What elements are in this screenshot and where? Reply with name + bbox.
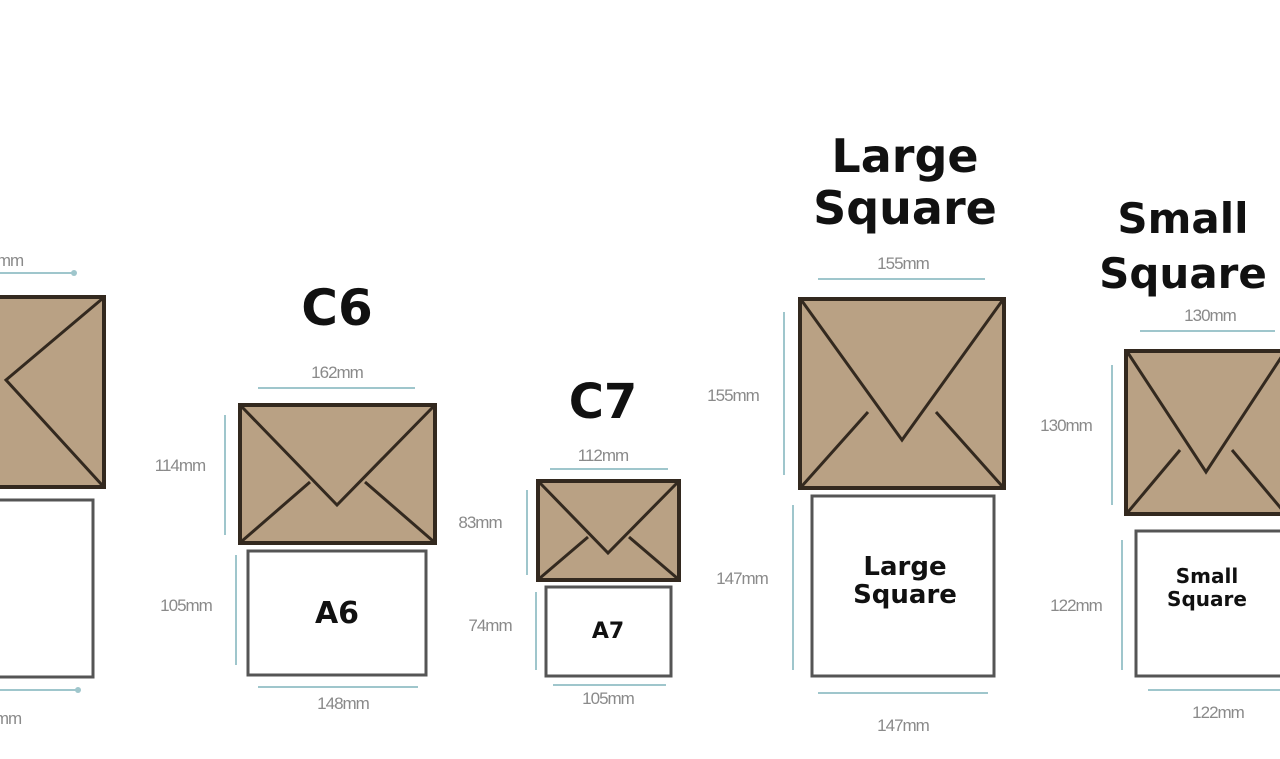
partial-envelope-group: mm mm [0, 251, 106, 728]
size-title-line: Large [831, 129, 978, 183]
c6-group: C6 162mm 114mm A6 105mm 148mm [155, 279, 437, 713]
envelope [536, 479, 681, 582]
size-title-line: Square [1099, 249, 1267, 298]
envelope-width-label: 162mm [311, 363, 364, 382]
card-width-label: 105mm [582, 689, 635, 708]
envelope-flap [240, 405, 435, 508]
large-square-group: Large Square 155mm 155mm Large Square 14… [707, 129, 1006, 735]
card-width-label: 122mm [1192, 703, 1245, 722]
envelope-height-label: 155mm [707, 386, 760, 405]
envelope-flap [3, 297, 104, 487]
card-label-line: Small [1176, 564, 1238, 588]
envelope-height-label: 114mm [155, 456, 206, 475]
envelope [238, 403, 437, 545]
small-square-group: Small Square 130mm 130mm Small Square 12… [1040, 194, 1280, 722]
card-width-label: mm [0, 709, 22, 728]
size-title-line: Square [813, 181, 997, 235]
card-width-label: 147mm [877, 716, 930, 735]
card-width-label: 148mm [317, 694, 370, 713]
card [246, 549, 428, 677]
card [544, 585, 673, 678]
envelope-height-label: 130mm [1040, 416, 1093, 435]
card-label-line: Large [863, 552, 946, 582]
envelope-width-label: 155mm [877, 254, 930, 273]
card [1134, 529, 1280, 678]
size-title: C7 [569, 374, 638, 430]
envelope-flap [538, 481, 679, 556]
card-height-label: 122mm [1050, 596, 1103, 615]
card [0, 498, 95, 679]
card-label-line: Square [1167, 587, 1247, 611]
size-title: C6 [301, 279, 372, 337]
envelope [1124, 349, 1280, 516]
card-height-label: 105mm [160, 596, 213, 615]
envelope-flap [1126, 352, 1280, 475]
card [810, 494, 996, 678]
envelope-width-label: 112mm [578, 446, 629, 465]
envelope [798, 297, 1006, 490]
card-height-label: 74mm [468, 616, 512, 635]
card-label: A7 [592, 619, 624, 644]
envelope-flap [800, 300, 1004, 443]
card-height-label: 147mm [716, 569, 769, 588]
card-label-line: Square [853, 580, 957, 610]
envelope-width-label: 130mm [1184, 306, 1237, 325]
width-label: mm [0, 251, 24, 270]
c7-group: C7 112mm 83mm A7 74mm 105mm [458, 374, 681, 708]
card-label: A6 [315, 596, 359, 631]
size-title-line: Small [1117, 194, 1248, 243]
envelope-height-label: 83mm [458, 513, 502, 532]
